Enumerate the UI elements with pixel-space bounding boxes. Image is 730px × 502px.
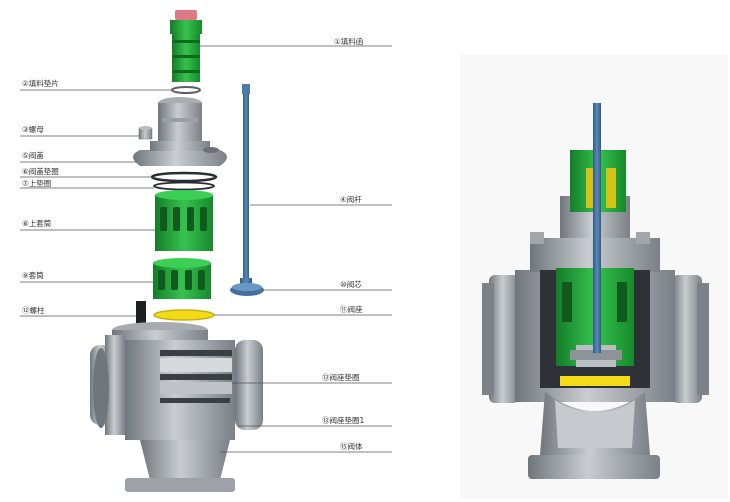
packing-gasket-part [171,86,201,94]
seat-ring-part [153,309,215,321]
part-labels: ①填料函 ②填料垫片 ③螺母 ⑤阀盖 ⑥阀盖垫圈 ⑦上垫圈 ⑧上套筒 ⑨套筒 ⑫… [22,36,364,451]
nut-part [138,126,153,140]
label-bonnet-gasket: ⑥阀盖垫圈 [22,166,59,176]
exploded-view [90,10,264,492]
upper-gasket-part [153,181,215,191]
label-stud: ⑫螺柱 [22,305,45,315]
assembled-cutaway-view [460,55,728,498]
stud-part [136,301,146,325]
label-bonnet: ⑤阀盖 [22,150,44,160]
label-stem: ④阀杆 [340,194,362,204]
label-cage: ⑨套筒 [22,270,44,280]
label-seat-gasket: ⑬阀座垫圈 [322,372,360,382]
stem-plug-part [230,84,264,296]
upper-cage-part [155,190,213,251]
packing-box-part [170,10,202,82]
label-plug: ⑩阀芯 [340,279,362,289]
label-upper-gasket: ⑦上垫圈 [22,178,51,188]
label-valve-body: ⑮阀体 [340,441,363,451]
bonnet-part [133,97,227,166]
valve-body-part [90,322,263,492]
label-nut: ③螺母 [22,124,44,134]
label-packing-gasket: ②填料垫片 [22,78,59,88]
bonnet-gasket-part [150,171,218,183]
leader-lines [20,45,392,453]
label-seat: ⑪阀座 [340,304,363,314]
cage-part [153,258,211,299]
label-packing-box: ①填料函 [334,36,363,46]
label-upper-cage: ⑧上套筒 [22,218,52,228]
label-seat-gasket-1: ⑬阀座垫圈1 [322,415,364,425]
